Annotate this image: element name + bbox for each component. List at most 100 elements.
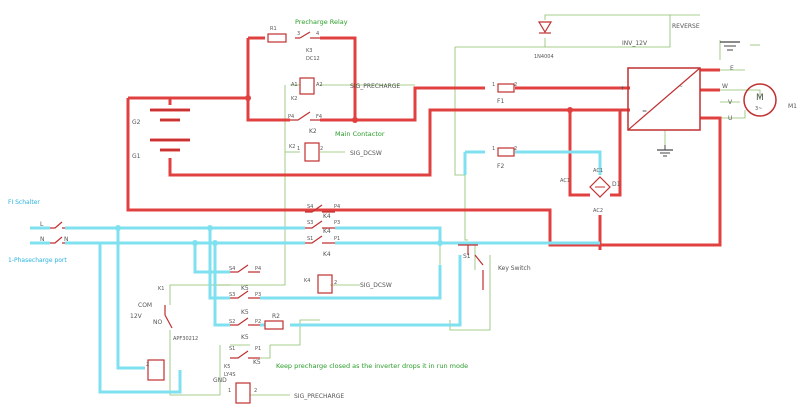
k5-prefix-label: K5 bbox=[224, 364, 230, 370]
f1-label: F1 bbox=[497, 98, 504, 105]
pin-s3-k4: S3 bbox=[307, 220, 313, 226]
e-label: E bbox=[730, 65, 734, 72]
k3-part-label: K3 bbox=[306, 48, 312, 54]
d1-label: D1 bbox=[612, 181, 621, 188]
resistor-r2 bbox=[264, 320, 284, 330]
pin-f4: F4 bbox=[316, 114, 322, 120]
relay-k5-contact-s2 bbox=[230, 317, 260, 326]
relay-k2-coil-2 bbox=[304, 142, 320, 162]
key-switch-s1 bbox=[458, 244, 484, 290]
l-label: L bbox=[40, 221, 44, 228]
minus-label: - bbox=[620, 107, 622, 114]
pin-2-k2: 2 bbox=[320, 146, 323, 152]
k5-type-label: LY4S bbox=[224, 372, 236, 378]
bridge-rectifier bbox=[589, 176, 611, 198]
inverter-block bbox=[627, 67, 701, 157]
fuse-f1 bbox=[497, 83, 515, 93]
k2-coil-label: K2 bbox=[291, 96, 297, 102]
k1-label: K1 bbox=[158, 286, 164, 292]
relay-k4-contact-s1 bbox=[305, 235, 335, 244]
g1-label: G1 bbox=[132, 153, 141, 160]
pin-1-f1: 1 bbox=[492, 82, 495, 88]
relay-k5-contact-s3 bbox=[230, 290, 260, 299]
motor-3-label: 3~ bbox=[755, 106, 762, 112]
main-contactor-label: Main Contactor bbox=[335, 130, 385, 138]
f2-label: F2 bbox=[497, 163, 504, 170]
pin-1-k5: 1 bbox=[228, 388, 231, 394]
s1-label: S1 bbox=[463, 253, 471, 260]
plus-label: + bbox=[620, 85, 625, 92]
g2-label: G2 bbox=[132, 119, 141, 126]
thin-wiring bbox=[169, 14, 761, 396]
pin-p1-k5: P1 bbox=[255, 346, 261, 352]
pin-p3-k5: P3 bbox=[255, 292, 261, 298]
relay-k1-contact bbox=[164, 305, 173, 329]
ac1-label: AC1 bbox=[593, 168, 603, 174]
com-label: COM bbox=[138, 302, 152, 309]
12v-label: 12V bbox=[130, 313, 143, 320]
battery-g2 bbox=[150, 109, 190, 121]
relay-k5-contact-s1 bbox=[230, 350, 260, 359]
junction-dots bbox=[115, 95, 573, 246]
battery-g1 bbox=[150, 139, 190, 151]
diode-1n4004 bbox=[537, 21, 553, 34]
k5-label-3: K5 bbox=[241, 334, 249, 341]
note-label: Keep precharge closed as the inverter dr… bbox=[276, 362, 468, 370]
single-phase-label: 1-Phasecharge port bbox=[8, 257, 67, 264]
pin-p4-k5: P4 bbox=[255, 266, 261, 272]
n-label-2: N bbox=[64, 236, 69, 243]
pin-2-k4: 2 bbox=[334, 280, 337, 286]
sig-dcsw-k2-label: SIG_DCSW bbox=[350, 150, 382, 157]
pin-p3-k4: P3 bbox=[334, 220, 340, 226]
pin-p4: P4 bbox=[288, 114, 294, 120]
w-label: W bbox=[722, 83, 728, 90]
pin-2-k5: 2 bbox=[254, 388, 257, 394]
precharge-relay-title: Precharge Relay bbox=[295, 18, 348, 26]
pin-s4-k5: S4 bbox=[229, 266, 235, 272]
k2-coil2-label: K2 bbox=[289, 144, 295, 150]
pin-s1-k5: S1 bbox=[229, 346, 235, 352]
main-contactor-contact bbox=[290, 111, 320, 121]
k4-coil-label: K4 bbox=[304, 278, 310, 284]
r2-label: R2 bbox=[272, 313, 280, 320]
v-label: V bbox=[728, 99, 733, 106]
relay-k4-contact-s4 bbox=[305, 204, 335, 213]
relay-k1-coil bbox=[147, 359, 165, 381]
key-switch-label: Key Switch bbox=[498, 265, 531, 272]
k5-label: K5 bbox=[241, 285, 249, 292]
pin-a2: A2 bbox=[316, 82, 323, 88]
no-label: NO bbox=[153, 319, 162, 326]
sig-precharge-bottom-label: SIG_PRECHARGE bbox=[294, 393, 344, 400]
relay-k4-contact-s3 bbox=[305, 220, 335, 229]
pin-p2-k5: P2 bbox=[255, 319, 261, 325]
m1-label: M1 bbox=[788, 103, 797, 110]
relay-k2-coil bbox=[299, 77, 315, 95]
k5-label-4: K5 bbox=[253, 359, 261, 366]
relay-k5-coil bbox=[235, 382, 251, 404]
gnd-label: GND bbox=[213, 377, 227, 384]
u-label: U bbox=[728, 115, 732, 122]
relay-k5-contact-s4 bbox=[230, 264, 260, 273]
ground-symbol bbox=[720, 41, 740, 51]
inverter-tilde: ~ bbox=[678, 83, 683, 90]
fi-switch bbox=[50, 221, 65, 244]
pin-3-k3: 3 bbox=[297, 31, 300, 37]
k5-label-2: K5 bbox=[241, 309, 249, 316]
k4-label: K4 bbox=[323, 213, 331, 220]
k4-label-2: K4 bbox=[323, 228, 331, 235]
r1-label: R1 bbox=[270, 26, 277, 32]
pin-2-f2: 2 bbox=[514, 146, 517, 152]
n-label: N bbox=[40, 236, 45, 243]
motor-m1 bbox=[743, 83, 777, 117]
inverter-dc: = bbox=[642, 108, 647, 115]
pin-p4-k4: P4 bbox=[334, 204, 340, 210]
red-power-wiring bbox=[126, 36, 722, 250]
fuse-f2 bbox=[497, 147, 515, 157]
motor-m-label: M bbox=[756, 93, 764, 103]
k4-label-3: K4 bbox=[323, 251, 331, 258]
pin-4-k3: 4 bbox=[316, 31, 319, 37]
pin-s2-k5: S2 bbox=[229, 319, 235, 325]
ac1-rect-label: AC1 bbox=[560, 178, 570, 184]
pin-s4-k4: S4 bbox=[307, 204, 313, 210]
